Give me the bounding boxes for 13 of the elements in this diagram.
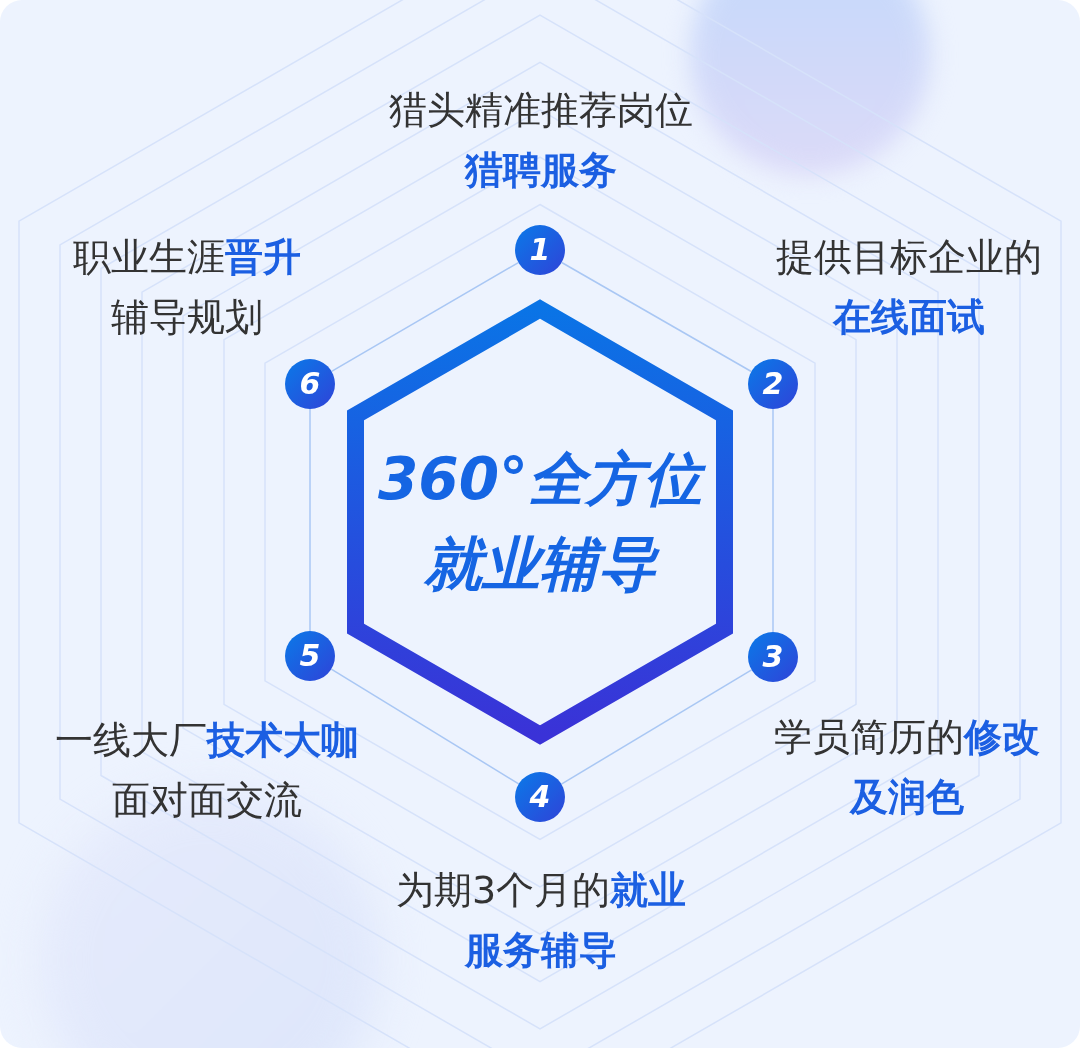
connector-line	[560, 669, 753, 785]
connector-line	[560, 261, 753, 373]
description-text: 学员简历的修改及润色	[773, 714, 1041, 821]
center-label: 360°全方位就业辅导	[368, 437, 712, 607]
description-text: 猎头精准推荐岗位猎聘服务	[388, 87, 694, 194]
description-text: 提供目标企业的在线面试	[775, 234, 1043, 341]
description-text: 职业生涯晋升辅导规划	[72, 234, 302, 341]
description-text: 为期3个月的就业服务辅导	[394, 867, 688, 974]
connector-line	[330, 261, 520, 373]
connector-line	[330, 668, 520, 785]
connector-line	[309, 408, 311, 632]
connector-line	[772, 408, 774, 633]
description-text: 一线大厂技术大咖面对面交流	[54, 717, 360, 824]
